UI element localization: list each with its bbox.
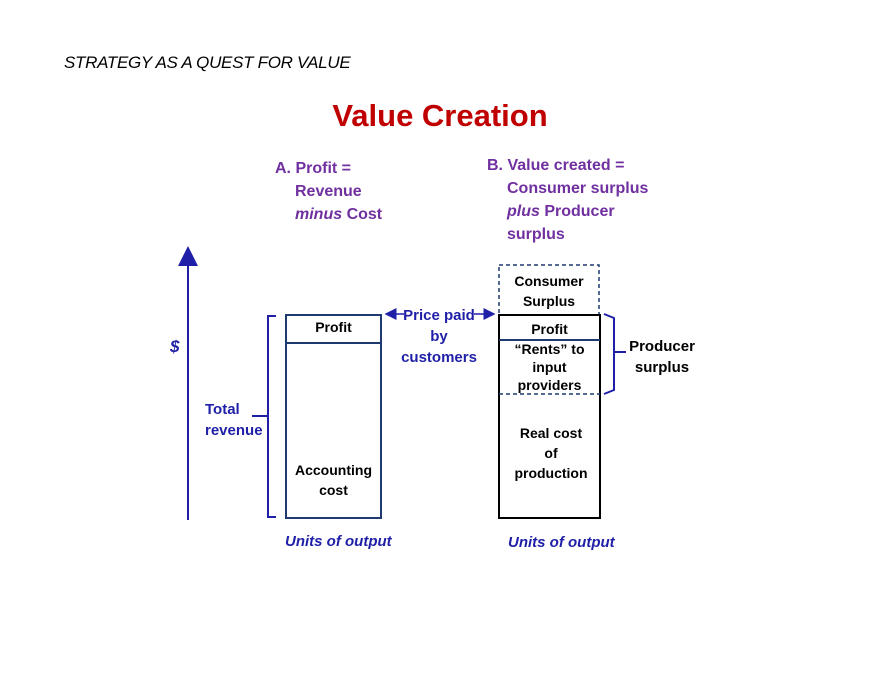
panel-a-minus: minus [295, 206, 343, 223]
real-cost-line3: production [514, 465, 588, 481]
accounting-cost-line1: Accounting [295, 462, 372, 478]
panel-b-text: B. Value created = Consumer surplus plus… [487, 154, 648, 246]
right-profit-label: Profit [531, 321, 568, 337]
panel-a-line3: minus Cost [275, 203, 382, 226]
producer-surplus-line2: surplus [634, 359, 690, 376]
consumer-surplus-line2: Surplus [522, 293, 576, 309]
price-paid-line2: by [430, 328, 448, 345]
rents-label: “Rents” to input providers [499, 340, 600, 394]
accounting-cost-line2: cost [319, 482, 348, 498]
total-revenue-bracket [267, 315, 276, 518]
real-cost-label: Real cost of production [499, 423, 603, 483]
panel-a-text: A. Profit = Revenue minus Cost [275, 157, 382, 226]
total-revenue-label: Total revenue [205, 399, 263, 441]
rents-line1: “Rents” to [514, 341, 585, 357]
accounting-cost-label: Accounting cost [286, 460, 381, 500]
panel-a-line1: A. Profit = [275, 160, 352, 177]
panel-b-line4: surplus [507, 226, 565, 243]
left-profit-label: Profit [315, 319, 352, 335]
units-of-output-left: Units of output [285, 533, 392, 550]
consumer-surplus-label: Consumer Surplus [499, 271, 599, 311]
panel-b-producer: Producer [539, 203, 615, 220]
total-revenue-line1: Total [205, 401, 240, 418]
units-of-output-right: Units of output [508, 534, 615, 551]
panel-b-line1: B. Value created = [487, 157, 625, 174]
producer-surplus-line1: Producer [629, 338, 695, 355]
real-cost-line1: Real cost [519, 425, 583, 441]
real-cost-line2: of [544, 445, 558, 461]
consumer-surplus-line1: Consumer [514, 273, 584, 289]
dollar-axis-label: $ [170, 337, 180, 356]
panel-b-line2: Consumer surplus [507, 180, 649, 197]
rents-line2: input [532, 359, 567, 375]
price-paid-label: Price paid by customers [396, 305, 482, 368]
page-title: Value Creation [332, 98, 548, 133]
producer-surplus-label: Producer surplus [626, 336, 698, 378]
left-bar [285, 314, 382, 519]
panel-a-cost: Cost [342, 206, 383, 223]
panel-b-line3: plus Producer [487, 200, 648, 223]
price-paid-line3: customers [401, 349, 477, 366]
total-revenue-line2: revenue [205, 422, 263, 439]
panel-b-plus: plus [507, 203, 540, 220]
price-paid-line1: Price paid [403, 307, 475, 324]
panel-a-line2: Revenue [295, 183, 362, 200]
producer-surplus-bracket [603, 313, 615, 395]
slide-header: STRATEGY AS A QUEST FOR VALUE [64, 53, 351, 72]
rents-line3: providers [517, 377, 582, 393]
right-bar [498, 314, 601, 519]
